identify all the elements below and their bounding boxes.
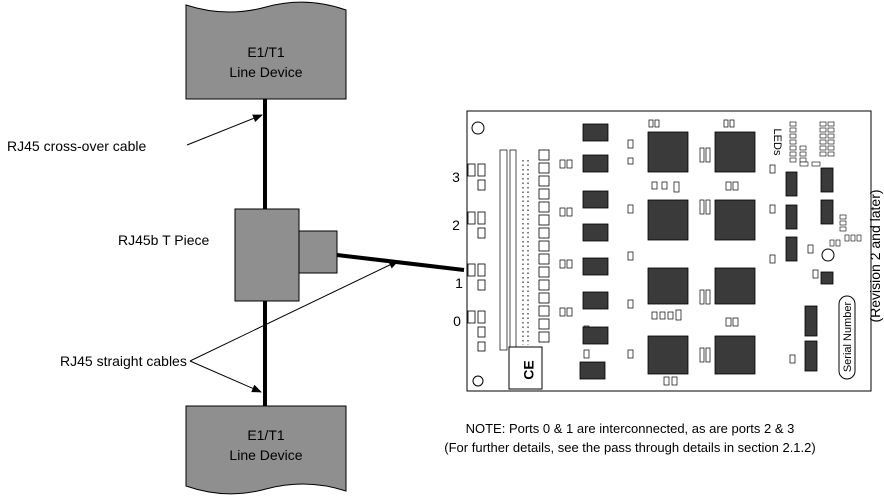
straight-cables-label: RJ45 straight cables	[60, 353, 187, 369]
connector-pads	[467, 163, 486, 352]
mounting-hole-top-left	[471, 121, 485, 135]
ce-mark: CE	[508, 346, 543, 390]
square-column	[538, 149, 550, 343]
straight-cable-to-board	[336, 253, 465, 272]
port-label-1: 1	[455, 275, 463, 291]
chip-column-right	[785, 167, 834, 372]
bottom-line-device: E1/T1 Line Device	[185, 405, 347, 495]
top-line-device: E1/T1 Line Device	[185, 1, 347, 100]
crossover-callout-arrow	[186, 114, 263, 146]
led-array	[789, 121, 862, 247]
revision-label: (Revision 2 and later)	[867, 189, 883, 322]
bottom-device-label-line2: Line Device	[229, 447, 302, 463]
straight-callout-arrow-board	[189, 260, 399, 362]
chip-grid	[647, 131, 756, 375]
leds-label: LEDs	[771, 129, 783, 156]
small-components	[559, 119, 819, 386]
port-label-2: 2	[452, 217, 460, 233]
top-device-label-line2: Line Device	[229, 64, 302, 80]
mounting-hole-bottom-left	[472, 375, 484, 387]
dotted-traces	[522, 160, 529, 345]
crossover-cable-label: RJ45 cross-over cable	[7, 138, 146, 154]
circuit-board: CE LEDs Serial Number	[466, 110, 872, 392]
serial-number-label: Serial Number	[842, 302, 854, 373]
bottom-device-label-line1: E1/T1	[247, 427, 285, 443]
note-line-1: NOTE: Ports 0 & 1 are interconnected, as…	[466, 421, 795, 436]
port-label-3: 3	[452, 169, 460, 185]
t-piece-label: RJ45b T Piece	[118, 232, 210, 248]
chip-column-left	[579, 123, 609, 380]
note-line-2: (For further details, see the pass throu…	[444, 440, 815, 455]
straight-callout-arrow-vertical	[189, 360, 262, 393]
top-device-label-line1: E1/T1	[247, 44, 285, 60]
rj45-t-piece	[234, 208, 338, 302]
port-label-0: 0	[453, 313, 461, 329]
ce-mark-label: CE	[521, 360, 537, 379]
serial-number-area: Serial Number	[838, 295, 856, 380]
mounting-hole-mid-right	[821, 248, 835, 262]
